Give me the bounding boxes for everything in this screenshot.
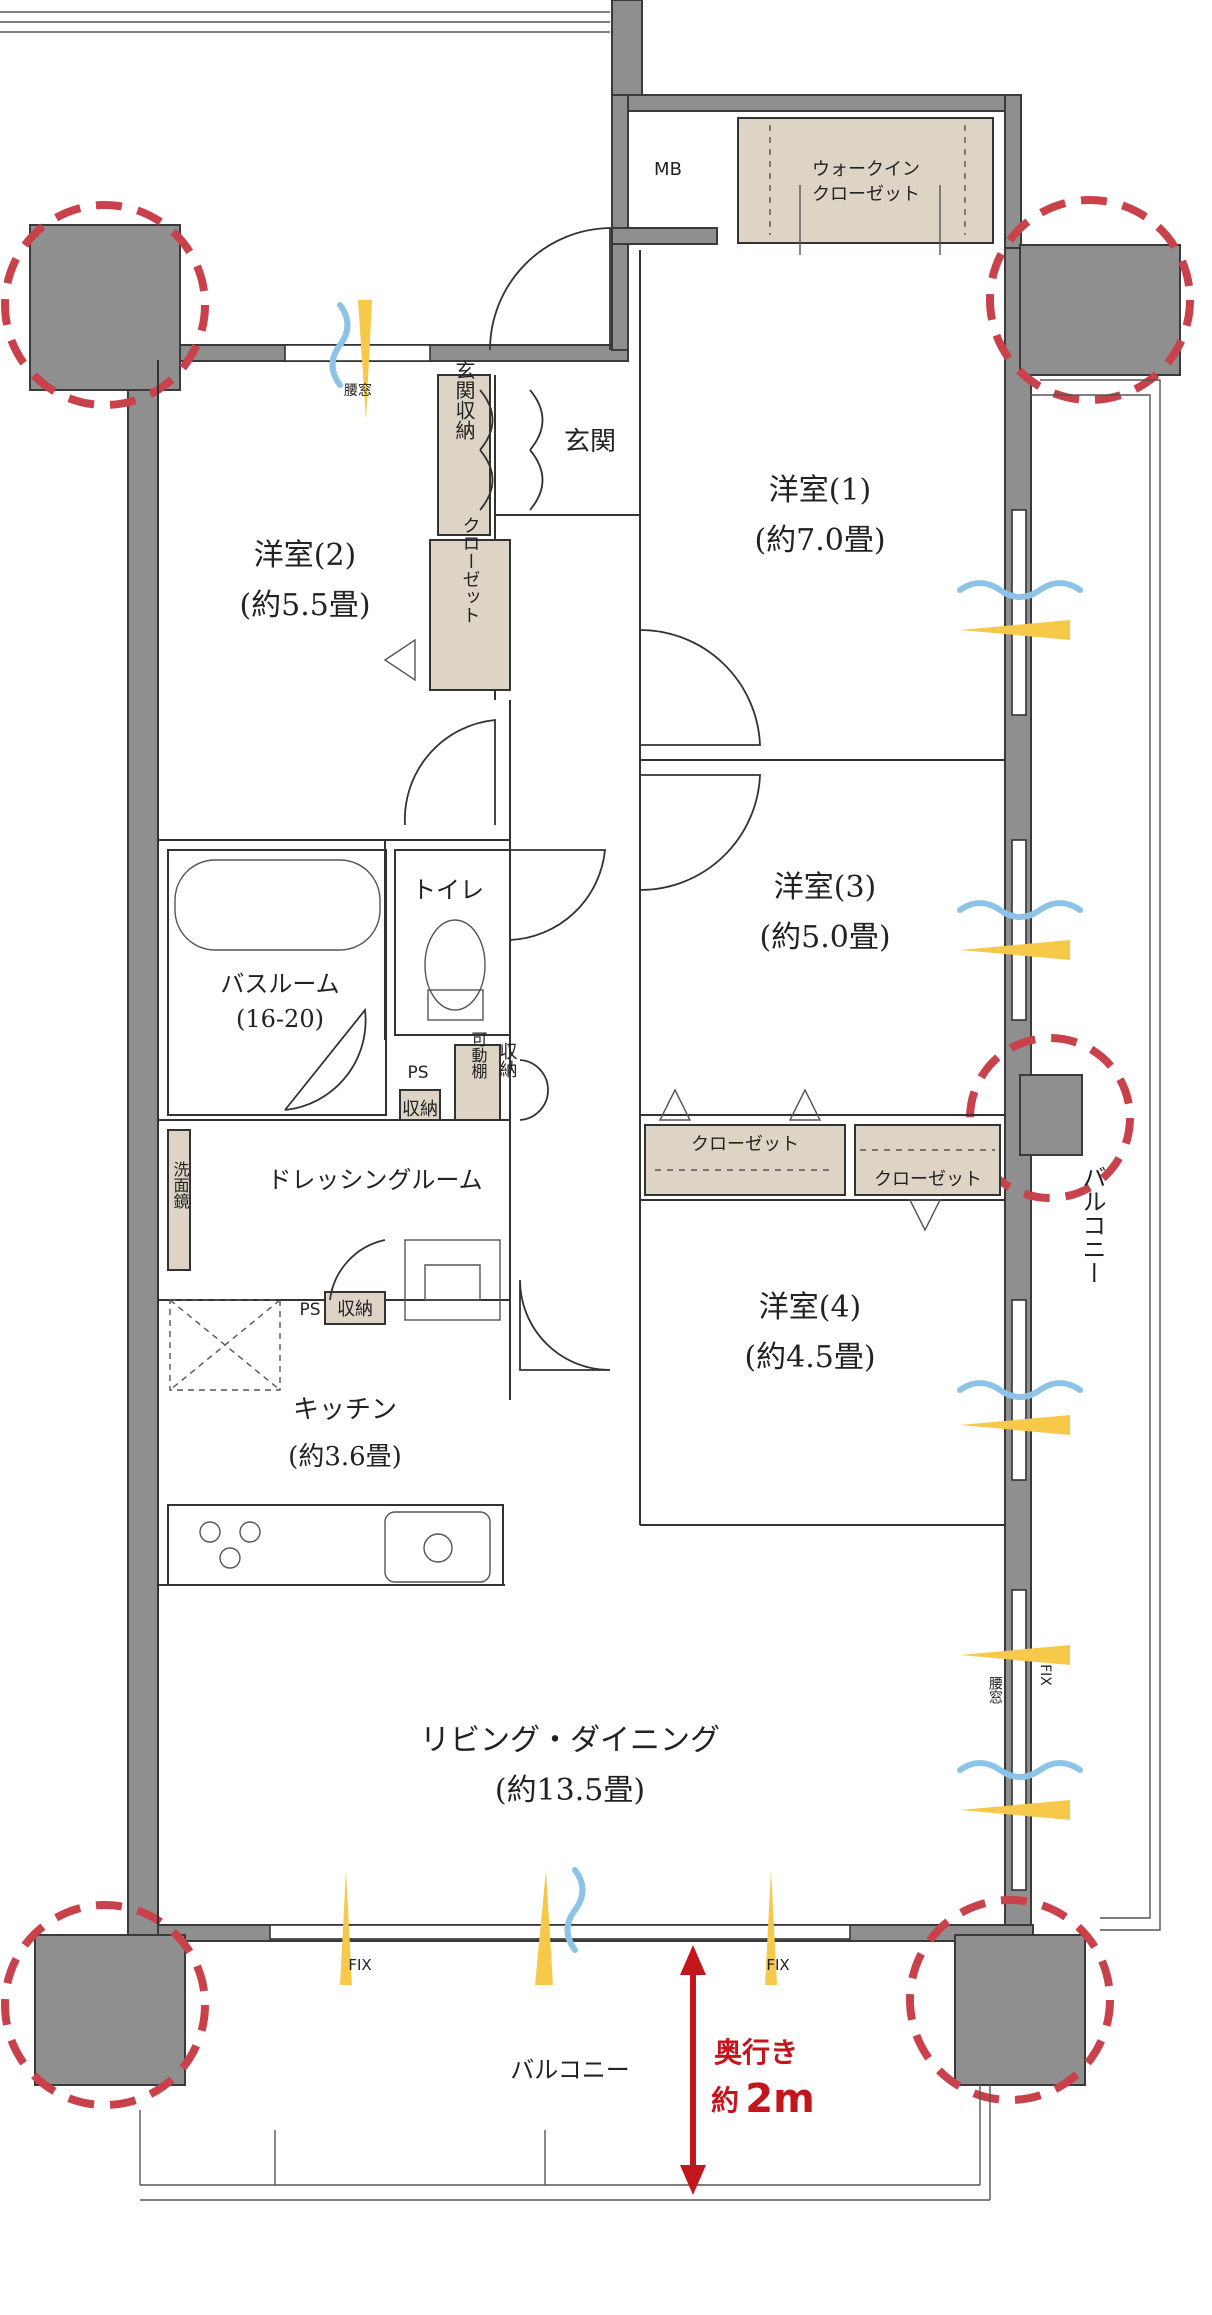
interior-walls <box>157 250 1005 1925</box>
closet-door-markers <box>383 638 942 1232</box>
windows <box>269 344 1027 1940</box>
walk-in-closet <box>737 117 994 244</box>
storage-label-lower: 収納 <box>337 1299 373 1320</box>
western2-name: 洋室(2) <box>254 538 357 573</box>
closet-western4 <box>854 1124 1001 1196</box>
fix-bottom-right: FIX <box>766 1956 789 1974</box>
waist-window-top: 腰窓 <box>344 382 372 399</box>
dressing-name: ドレッシングルーム <box>267 1166 482 1194</box>
mirror-label: 洗面鏡 <box>171 1161 190 1210</box>
walk-in-label-2: クローゼット <box>812 184 920 205</box>
kitchen-counter <box>167 1299 504 1586</box>
bathtub <box>167 849 387 1116</box>
living-size: (約13.5畳) <box>495 1773 645 1808</box>
bath-size: (16-20) <box>236 1005 324 1033</box>
kitchen-size: (約3.6畳) <box>288 1442 402 1472</box>
living-name: リビング・ダイニング <box>420 1723 720 1758</box>
closet-western2-label: クローゼット <box>460 516 481 624</box>
closet-western3 <box>644 1124 846 1196</box>
western2-size: (約5.5畳) <box>239 588 370 623</box>
movable-shelf <box>454 1044 501 1121</box>
wall-top-stub <box>611 0 643 101</box>
closet-western4-label: クローゼット <box>874 1169 982 1190</box>
balcony-outline <box>139 379 1161 2201</box>
bath-name: バスルーム <box>220 970 339 998</box>
western4-size: (約4.5畳) <box>744 1340 875 1375</box>
structural-columns <box>29 224 1181 2086</box>
storage-ps-small <box>399 1089 441 1121</box>
movable-shelf-label: 可動棚 <box>469 1031 488 1080</box>
toilet-name: トイレ <box>412 876 484 904</box>
closet-western2 <box>429 539 511 691</box>
waist-window-right: 腰窓 <box>987 1676 1003 1704</box>
depth-label: 奥行き <box>714 2036 798 2069</box>
ps-label-lower: PS <box>299 1300 320 1320</box>
column-highlight-circles <box>1 196 1194 2109</box>
toilet-fixture <box>394 849 511 1036</box>
storage-label-upper: 収納 <box>402 1099 438 1120</box>
sink-fixture <box>404 1239 501 1321</box>
fix-bottom-left: FIX <box>348 1956 371 1974</box>
kitchen-name: キッチン <box>293 1395 397 1425</box>
western4-name: 洋室(4) <box>759 1290 862 1325</box>
mirror-strip <box>167 1129 191 1271</box>
western3-size: (約5.0畳) <box>759 920 890 955</box>
doors <box>284 227 761 1371</box>
closets <box>167 117 1001 1325</box>
storage-label-side: 収納 <box>497 1042 518 1078</box>
ps-label-upper: PS <box>407 1063 428 1083</box>
closet-western3-label: クローゼット <box>691 1134 799 1155</box>
depth-arrow <box>680 1945 706 2195</box>
entrance-name: 玄関 <box>564 427 616 457</box>
airflow-icons <box>329 300 1083 1985</box>
top-railing <box>0 11 610 33</box>
balcony-right-label: バルコニー <box>1078 1165 1106 1285</box>
balcony-bottom-label: バルコニー <box>510 2056 630 2084</box>
entrance-storage-label: 玄関収納 <box>452 360 476 440</box>
mb-label: MB <box>654 159 682 180</box>
depth-value: 2m <box>745 2076 815 2122</box>
western3-name: 洋室(3) <box>774 870 877 905</box>
walk-in-label-1: ウォークイン <box>812 159 920 180</box>
western1-name: 洋室(1) <box>769 473 872 508</box>
fix-right: FIX <box>1037 1664 1053 1686</box>
walk-in-hanger-lines <box>655 125 995 1171</box>
storage-kitchen <box>324 1291 386 1325</box>
depth-prefix: 約 <box>711 2084 739 2117</box>
western1-size: (約7.0畳) <box>754 523 885 558</box>
